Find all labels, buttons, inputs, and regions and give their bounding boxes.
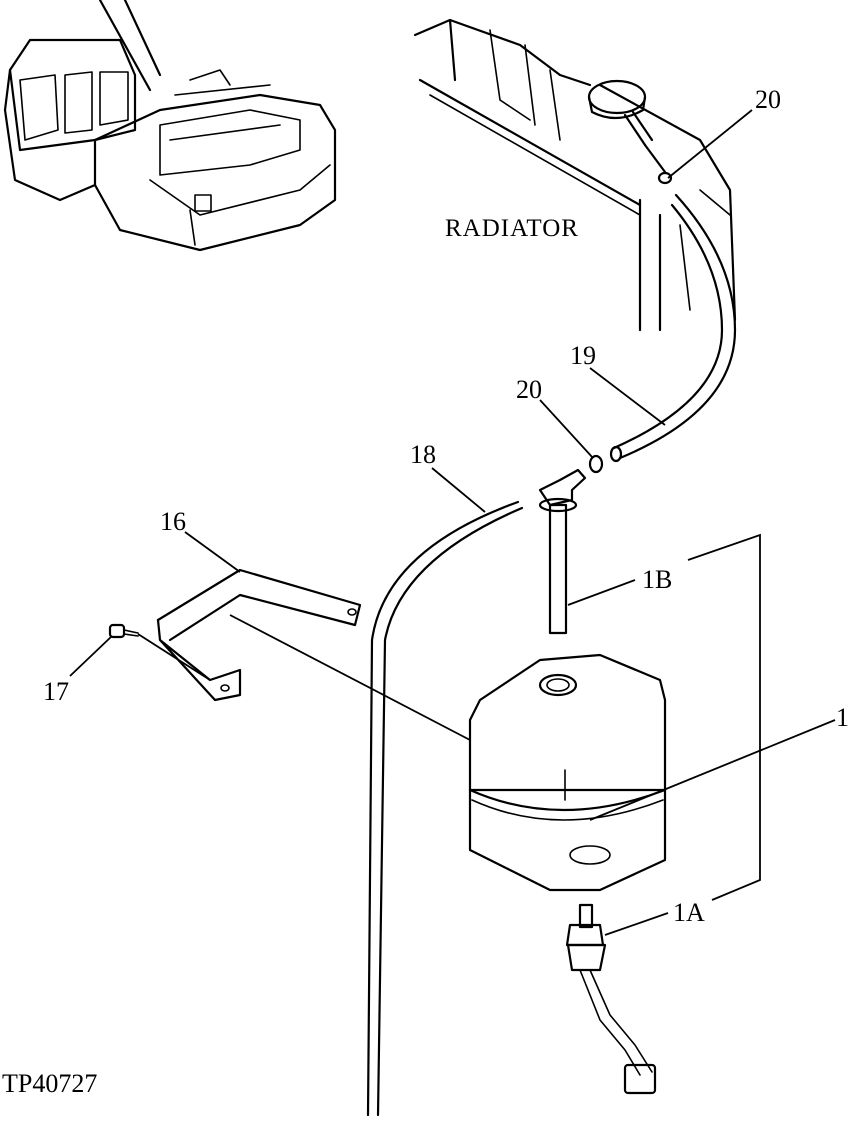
overflow-hose-19 xyxy=(609,193,737,463)
figure-id: TP40727 xyxy=(2,1069,97,1098)
excavator-overview-drawing xyxy=(3,0,337,252)
radiator-label: RADIATOR xyxy=(445,215,579,242)
part-number-16: 16 xyxy=(160,507,186,536)
leader-1A xyxy=(604,912,669,936)
leader-1B xyxy=(567,579,636,606)
part-number-1: 1 xyxy=(836,703,849,732)
radiator-drawing xyxy=(413,18,737,332)
bolt-17 xyxy=(108,623,211,681)
leader-18 xyxy=(431,467,486,513)
part-number-20-top: 20 xyxy=(755,85,781,114)
mounting-bracket-16 xyxy=(156,568,471,741)
leader-17 xyxy=(69,635,113,677)
part-group-bracket xyxy=(687,533,761,901)
leader-19 xyxy=(589,367,666,426)
coolant-reservoir-tank-1 xyxy=(468,653,667,892)
part-number-20-mid: 20 xyxy=(516,375,542,404)
part-number-19: 19 xyxy=(570,341,596,370)
hose-clamp-20 xyxy=(588,454,604,474)
vent-tube-18 xyxy=(366,500,524,1117)
leader-1 xyxy=(589,719,836,821)
part-number-1B: 1B xyxy=(642,565,672,594)
leader-20-top xyxy=(667,109,753,179)
level-sensor-1A xyxy=(565,903,657,1095)
leader-16 xyxy=(184,531,241,573)
part-number-17: 17 xyxy=(43,677,69,706)
leader-20-mid xyxy=(539,399,594,459)
part-number-1A: 1A xyxy=(673,898,705,927)
part-number-18: 18 xyxy=(410,440,436,469)
reservoir-cap-assembly xyxy=(538,468,587,635)
